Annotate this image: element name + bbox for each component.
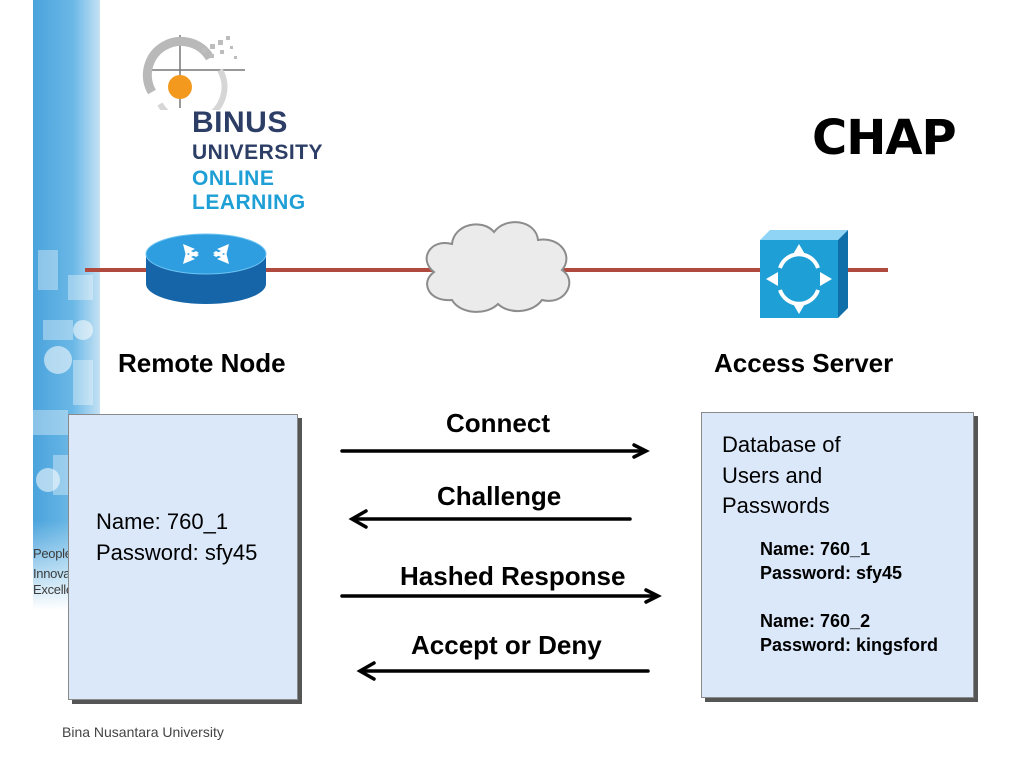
credential-1-name: Name: 760_1: [760, 539, 871, 559]
database-heading-line-3: Passwords: [722, 493, 830, 518]
logo-learning-text: LEARNING: [192, 191, 306, 214]
message-challenge: Challenge: [437, 481, 562, 511]
logo-binus-text: BINUS: [192, 106, 288, 139]
arrow-challenge-left: [348, 509, 632, 529]
remote-node-box: [68, 414, 298, 700]
footer-text: Bina Nusantara University: [62, 724, 224, 740]
arrow-accept-deny-left: [356, 661, 650, 681]
router-icon: [145, 233, 267, 304]
database-heading-line-1: Database of: [722, 432, 841, 457]
arrow-connect-right: [340, 443, 650, 459]
logo-university-text: UNIVERSITY: [192, 141, 324, 164]
remote-node-password: Password: sfy45: [96, 540, 258, 565]
credential-1-password: Password: sfy45: [760, 563, 903, 583]
message-hashed-response: Hashed Response: [400, 561, 626, 591]
slide-title: CHAP: [812, 110, 957, 166]
access-server-icon: [760, 230, 848, 318]
access-server-label: Access Server: [714, 348, 894, 378]
credential-2-password: Password: kingsford: [760, 635, 939, 655]
cloud-icon: [425, 221, 571, 313]
decorative-side-band: [33, 0, 100, 610]
side-tagline-2: Innovation: [33, 566, 69, 581]
side-tagline-3: Excellence: [33, 582, 69, 597]
binus-logo-crosshair-icon: [142, 35, 245, 110]
logo-online-text: ONLINE: [192, 167, 275, 190]
database-heading-line-2: Users and: [722, 463, 823, 488]
band-pattern: [33, 250, 93, 495]
message-connect: Connect: [446, 408, 550, 438]
remote-node-name: Name: 760_1: [96, 509, 229, 534]
remote-node-label: Remote Node: [118, 348, 286, 378]
access-server-box: [701, 412, 974, 698]
credential-2-name: Name: 760_2: [760, 611, 871, 631]
side-tagline-1: People: [33, 546, 69, 561]
message-accept-or-deny: Accept or Deny: [411, 630, 602, 660]
